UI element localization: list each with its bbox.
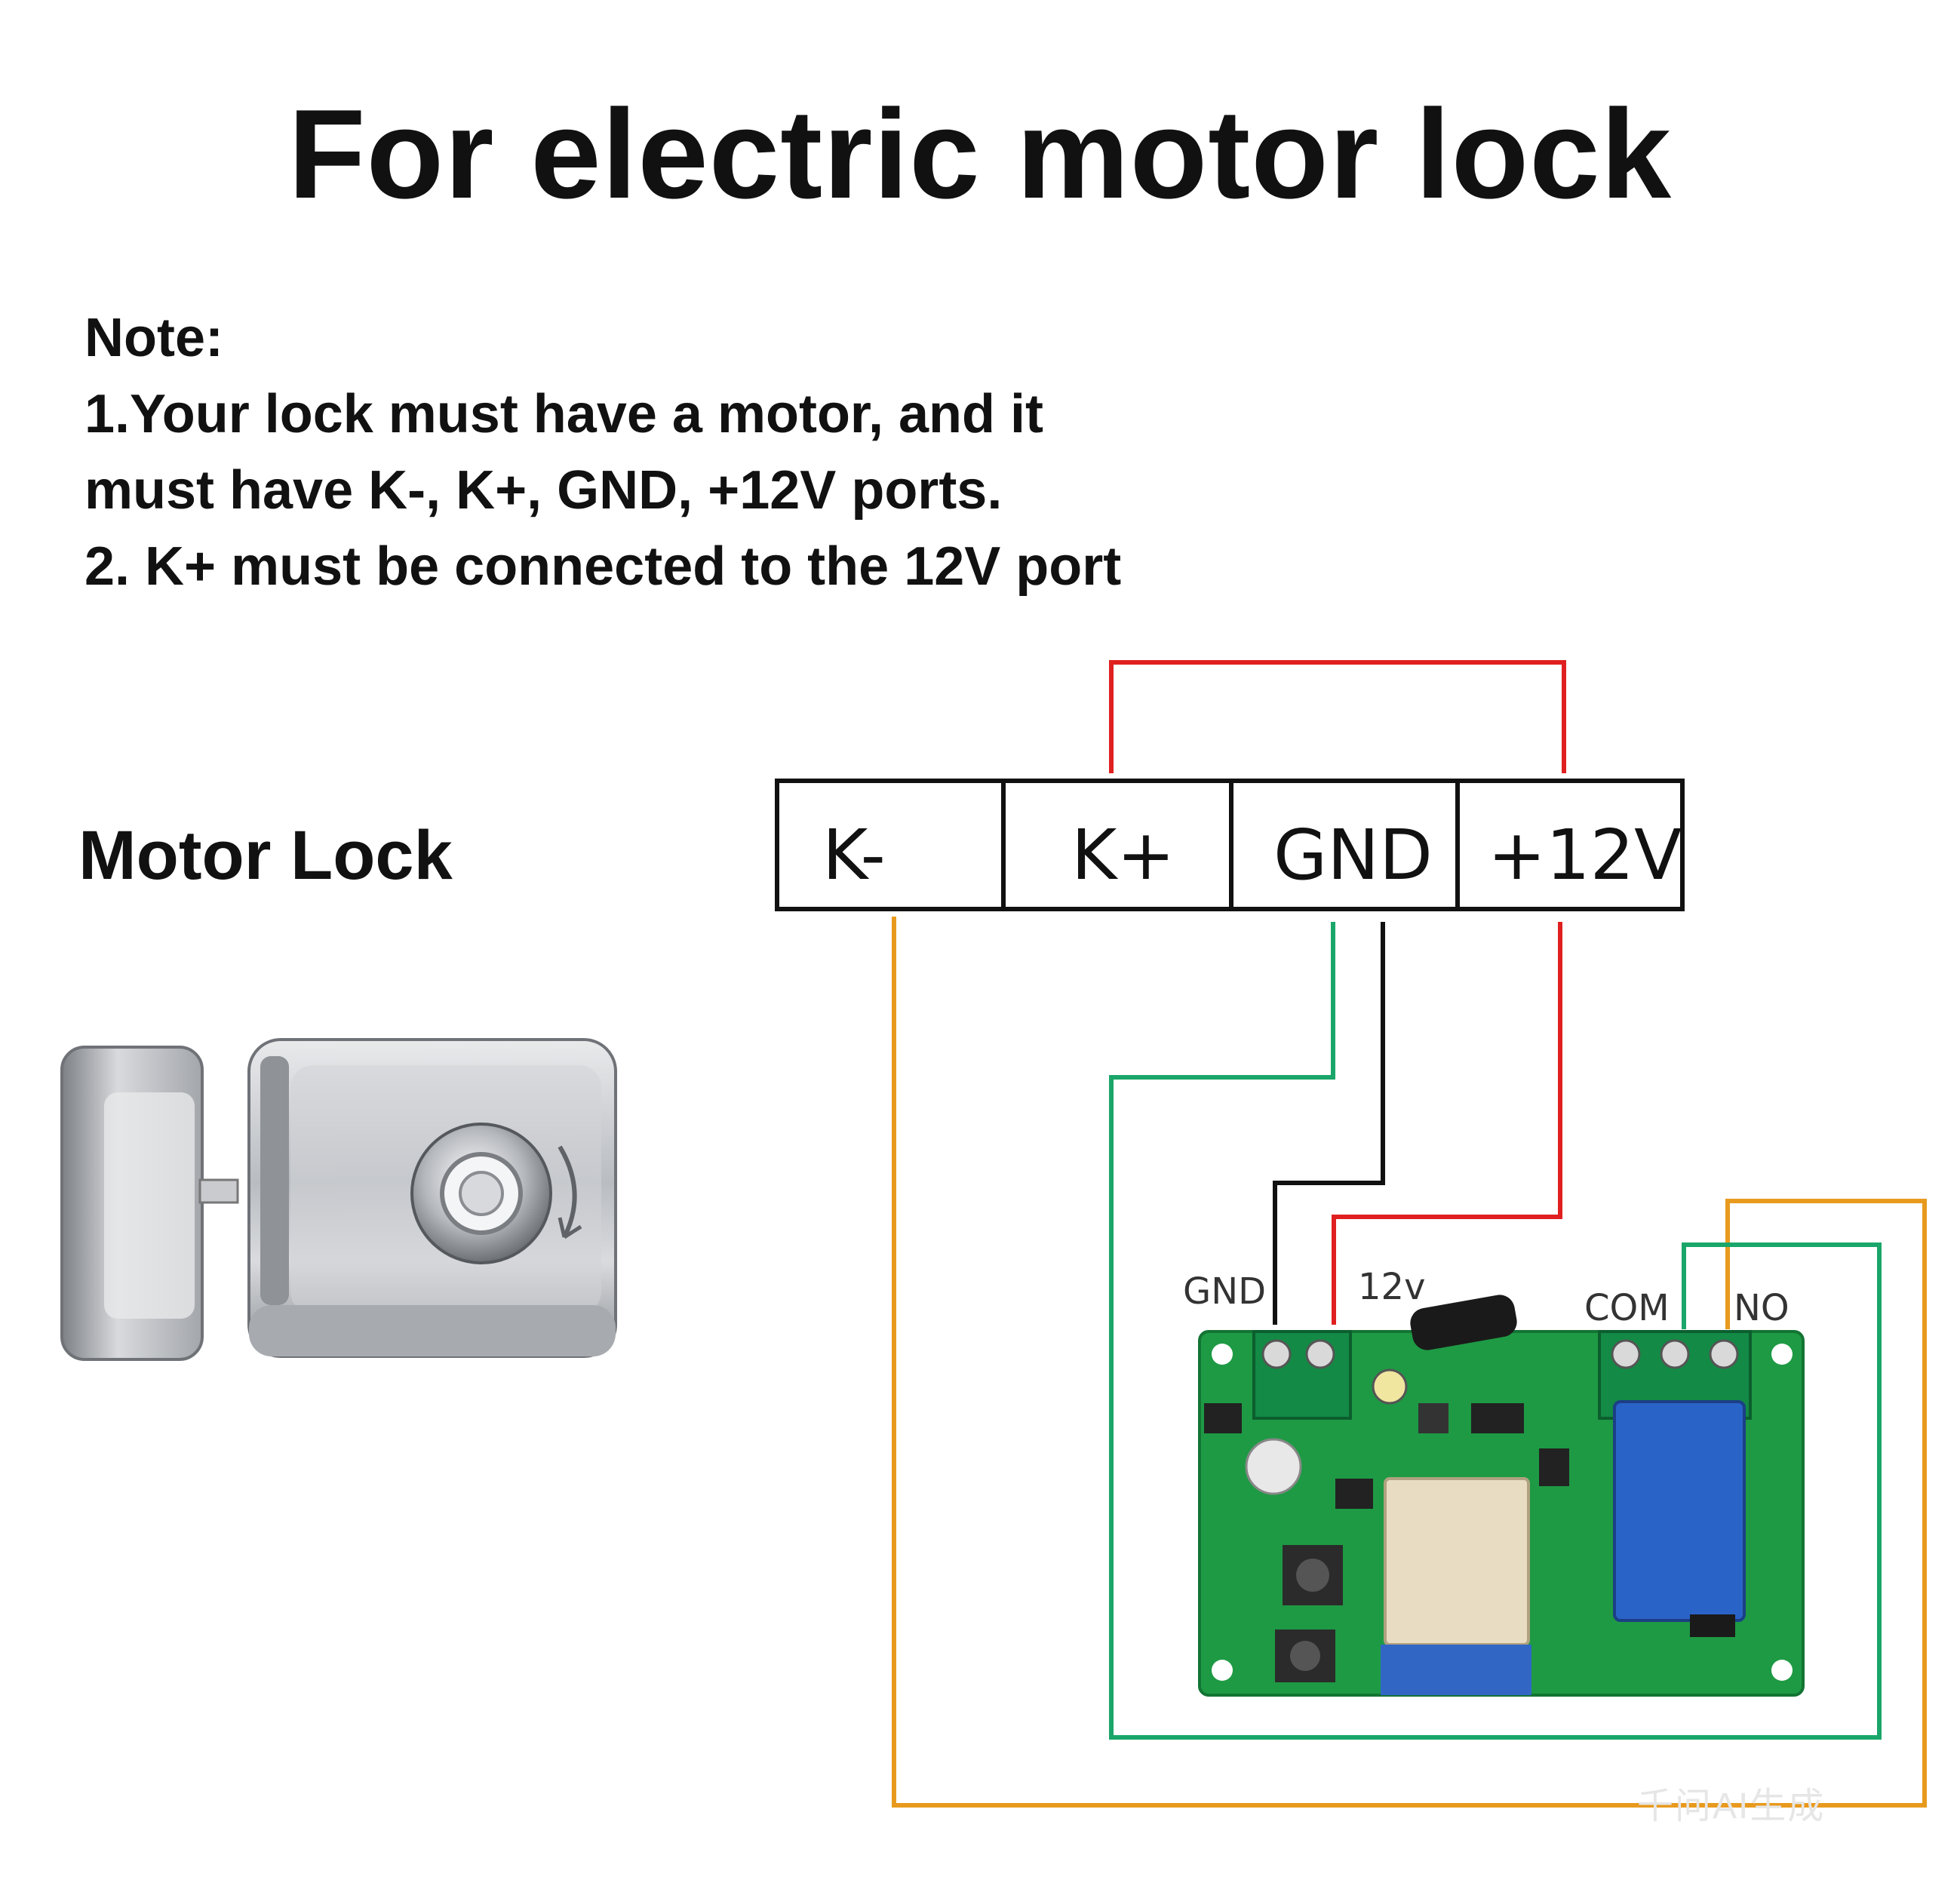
- relay-board-image: GND 12v COM NO: [1183, 1266, 1805, 1697]
- motor-lock-label: Motor Lock: [78, 817, 453, 894]
- wire-black-gnd: [1273, 922, 1385, 1325]
- wire-green-gnd: [1109, 922, 1882, 1740]
- terminal-block: K- K+ GND +12V: [775, 779, 1685, 911]
- note-line-1: 1.Your lock must have a motor, and it: [84, 384, 1043, 444]
- note-block: Note: 1.Your lock must have a motor, and…: [84, 300, 1121, 605]
- board-label-12v: 12v: [1358, 1266, 1425, 1308]
- wires: [892, 660, 1927, 1808]
- motor-lock-image: [60, 1038, 617, 1361]
- terminal-k-plus: K+: [1071, 815, 1175, 895]
- note-line-3: 2. K+ must be connected to the 12V port: [84, 536, 1122, 597]
- note-line-2: must have K-, K+, GND, +12V ports.: [84, 460, 1003, 521]
- wire-red-12v: [1332, 922, 1562, 1325]
- terminal-gnd: GND: [1273, 815, 1433, 895]
- board-label-com: COM: [1584, 1287, 1670, 1329]
- wire-red-bridge: [1109, 660, 1566, 773]
- board-label-no: NO: [1734, 1287, 1789, 1329]
- board-label-gnd: GND: [1183, 1270, 1266, 1313]
- terminal-k-minus: K-: [822, 815, 886, 895]
- lock-knob-icon: [410, 1123, 552, 1264]
- watermark: 千问AI生成: [1637, 1786, 1826, 1826]
- note-heading: Note:: [84, 308, 223, 368]
- wire-orange-k-minus: [892, 917, 1927, 1808]
- terminal-12v: +12V: [1488, 815, 1682, 895]
- page-title: For electric motor lock: [287, 83, 1673, 225]
